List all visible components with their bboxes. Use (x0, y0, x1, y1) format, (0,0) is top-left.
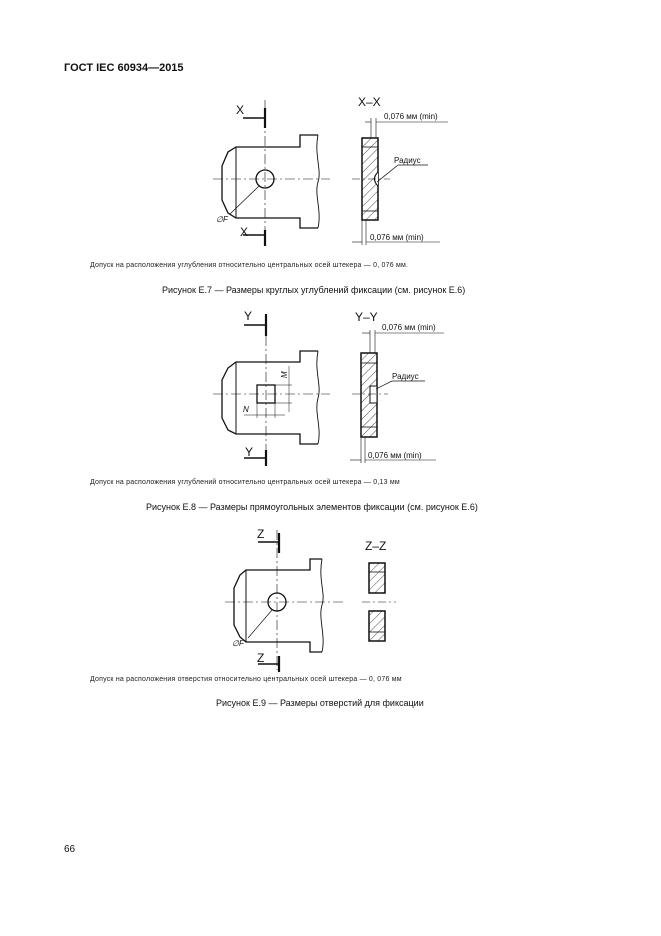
fig8-n-label: N (243, 405, 249, 414)
figure-e9-drawing (225, 530, 396, 672)
fig8-dim-top: 0,076 мм (min) (382, 323, 436, 332)
fig8-cut-bottom: Y (245, 445, 253, 459)
fig9-tolerance-note: Допуск на расположения отверстия относит… (90, 676, 402, 683)
fig7-dim-bottom: 0,076 мм (min) (370, 233, 424, 242)
fig8-tolerance-note: Допуск на расположения углублений относи… (90, 479, 400, 486)
page-number: 66 (64, 844, 76, 855)
fig7-dim-top: 0,076 мм (min) (384, 112, 438, 121)
fig8-caption: Рисунок Е.8 — Размеры прямоугольных элем… (146, 502, 478, 512)
fig8-m-label: M (280, 371, 289, 378)
fig7-diameter-label: ∅F (216, 215, 229, 224)
fig9-section-label: Z–Z (365, 539, 386, 553)
figure-e8-drawing (213, 314, 444, 466)
fig7-tolerance-note: Допуск на расположения углубления относи… (90, 262, 409, 269)
fig7-caption: Рисунок Е.7 — Размеры круглых углублений… (162, 285, 466, 295)
fig9-diameter-label: ∅F (232, 639, 245, 648)
fig7-cut-top: X (236, 103, 244, 117)
fig7-cut-bottom: X (240, 225, 248, 239)
fig9-cut-top: Z (257, 527, 264, 541)
fig7-radius-label: Радиус (394, 156, 421, 165)
fig9-cut-bottom: Z (257, 651, 264, 665)
fig8-section-label: Y–Y (355, 310, 378, 324)
fig8-radius-label: Радиус (392, 372, 419, 381)
document-header: ГОСТ IEC 60934—2015 (64, 62, 184, 74)
figure-e7-drawing (213, 100, 448, 246)
fig9-caption: Рисунок Е.9 — Размеры отверстий для фикс… (216, 698, 424, 708)
fig8-dim-bottom: 0,076 мм (min) (368, 451, 422, 460)
fig7-section-label: X–X (358, 95, 381, 109)
fig8-cut-top: Y (244, 309, 252, 323)
